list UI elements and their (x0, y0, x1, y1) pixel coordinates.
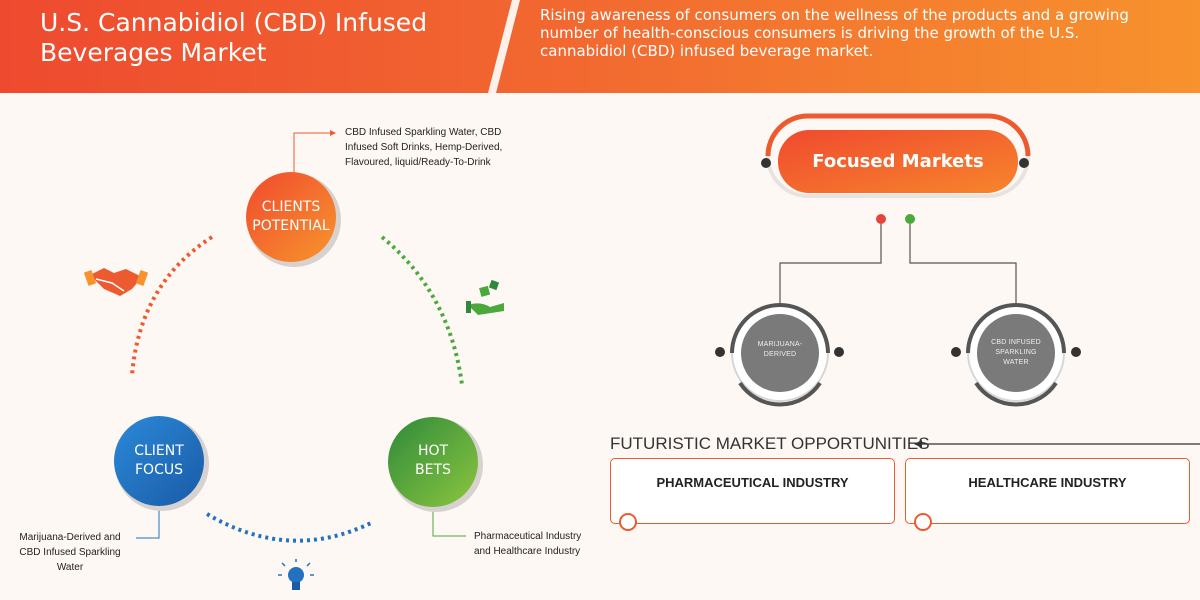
clients-potential-note-line-3: Flavoured, liquid/Ready-To-Drink (345, 157, 491, 168)
market-2-label-line-2: SPARKLING (995, 349, 1037, 356)
clients-potential-label: CLIENTS POTENTIAL (246, 198, 336, 236)
clients-potential-circle (246, 172, 336, 262)
lightbulb-icon (278, 559, 314, 590)
hot-bets-label: HOT BETS (388, 442, 478, 480)
client-focus-label-line-1: CLIENT (134, 443, 184, 459)
market-1-label-line-2: DERIVED (763, 351, 797, 358)
red-dot (876, 214, 886, 224)
hot-bets-connector (432, 505, 466, 537)
connector-left (779, 224, 882, 306)
client-focus-label-line-2: FOCUS (135, 462, 183, 478)
clients-potential-note: CBD Infused Sparkling Water, CBD Infused… (345, 125, 525, 170)
focused-markets-title: Focused Markets (812, 151, 984, 172)
arc-blue (205, 512, 374, 543)
market-1-label-line-1: MARIJUANA- (757, 341, 803, 348)
description-line-1: Rising awareness of consumers on the wel… (540, 6, 1129, 24)
client-focus-note: Marijuana-Derived and CBD Infused Sparkl… (6, 530, 134, 575)
hot-bets-note-line-2: and Healthcare Industry (474, 546, 581, 557)
client-focus-note-line-3: Water (56, 562, 84, 573)
header-banner: U.S. Cannabidiol (CBD) Infused Beverages… (0, 0, 1200, 93)
page-title-line-1: U.S. Cannabidiol (CBD) Infused (40, 8, 428, 37)
opportunity-marker-pharmaceutical (619, 513, 637, 531)
opportunity-label-pharmaceutical: PHARMACEUTICAL INDUSTRY (656, 475, 849, 490)
arc-green (380, 235, 464, 386)
focused-markets-pill (778, 130, 1018, 193)
clients-potential-note-line-2: Infused Soft Drinks, Hemp-Derived, (345, 142, 503, 153)
cycle-diagram (83, 130, 504, 590)
market-1-label: MARIJUANA- DERIVED (740, 340, 820, 360)
clients-potential-connector (293, 132, 330, 175)
focused-markets-arc (765, 113, 1031, 157)
market-2-label: CBD INFUSED SPARKLING WATER (976, 338, 1056, 368)
market-1-circle (741, 314, 819, 392)
opportunities-title: FUTURISTIC MARKET OPPORTUNITIES (610, 434, 930, 453)
clients-potential-label-line-1: CLIENTS (261, 199, 321, 215)
hot-bets-note: Pharmaceutical Industry and Healthcare I… (474, 529, 594, 559)
page-title-line-2: Beverages Market (40, 38, 267, 67)
opportunity-marker-healthcare (914, 513, 932, 531)
connector-right (909, 224, 1017, 306)
description-line-2: number of health-conscious consumers is … (540, 24, 1080, 42)
client-focus-connector (136, 501, 160, 539)
hot-bets-circle (388, 417, 478, 507)
opportunity-card-pharmaceutical: PHARMACEUTICAL INDUSTRY (610, 458, 895, 531)
focused-markets-diagram (715, 113, 1200, 448)
money-hand-icon (466, 279, 504, 315)
hot-bets-label-line-1: HOT (417, 443, 449, 459)
client-focus-circle (114, 416, 204, 506)
handshake-icon (83, 268, 149, 296)
description-line-3: cannabidiol (CBD) infused beverage marke… (540, 42, 874, 60)
hot-bets-note-line-1: Pharmaceutical Industry (474, 531, 582, 542)
hot-bets-label-line-2: BETS (415, 462, 451, 478)
arc-orange (130, 235, 214, 376)
client-focus-note-line-2: CBD Infused Sparkling (19, 547, 121, 558)
market-2-label-line-3: WATER (1003, 359, 1029, 366)
opportunity-label-healthcare: HEALTHCARE INDUSTRY (968, 475, 1127, 490)
clients-potential-label-line-2: POTENTIAL (252, 218, 330, 234)
green-dot (905, 214, 915, 224)
client-focus-label: CLIENT FOCUS (114, 442, 204, 480)
opportunity-card-healthcare: HEALTHCARE INDUSTRY (905, 458, 1190, 531)
market-2-circle (977, 314, 1055, 392)
clients-potential-note-line-1: CBD Infused Sparkling Water, CBD (345, 127, 502, 138)
market-2-label-line-1: CBD INFUSED (991, 339, 1041, 346)
client-focus-note-line-1: Marijuana-Derived and (19, 532, 121, 543)
opportunities-arrowhead (914, 440, 922, 448)
header-background (0, 0, 1200, 93)
